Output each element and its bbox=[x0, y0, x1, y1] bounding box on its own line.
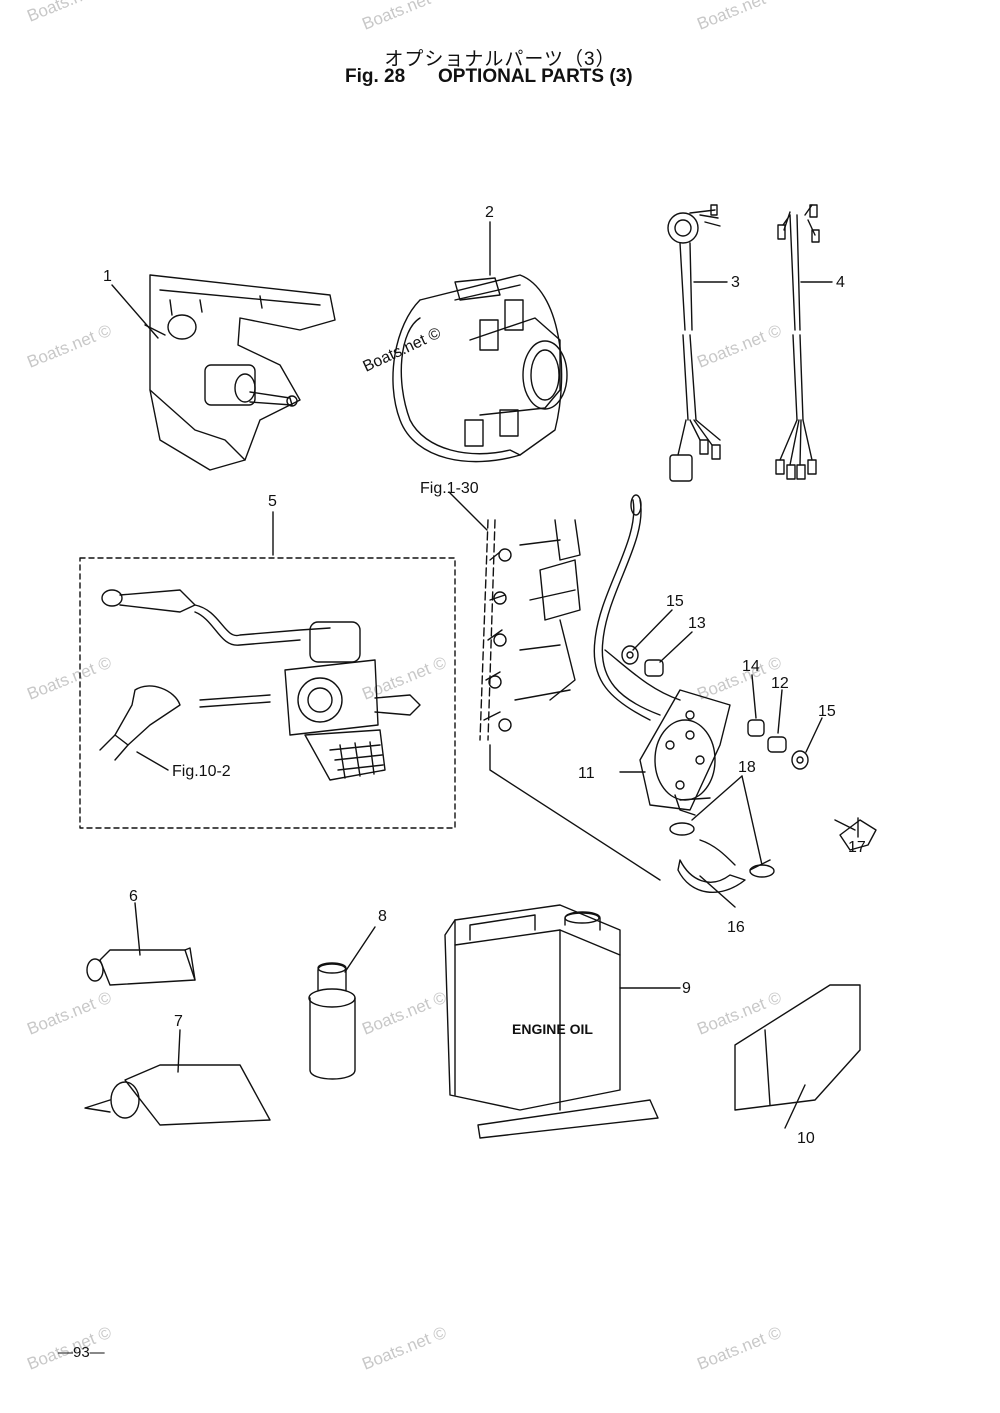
part-5-remote-control bbox=[99, 589, 421, 781]
ref-fig-1-30: Fig.1-30 bbox=[420, 480, 479, 497]
watermarks: Boats.net © Boats.net © Boats.net © Boat… bbox=[24, 0, 784, 1374]
watermark: Boats.net © bbox=[359, 1323, 449, 1374]
watermark: Boats.net © bbox=[359, 0, 449, 34]
callout-14: 14 bbox=[742, 658, 760, 675]
callout-7: 7 bbox=[174, 1013, 183, 1030]
part-9-oil-container bbox=[444, 904, 659, 1139]
callout-15a: 15 bbox=[666, 593, 684, 610]
part-2-flywheel-cover bbox=[392, 274, 568, 463]
center-watermark-stamp: Boats.net © bbox=[361, 325, 444, 376]
part-6-sealant-tube bbox=[86, 947, 196, 986]
watermark: Boats.net © bbox=[694, 1323, 784, 1374]
callout-5: 5 bbox=[268, 493, 277, 510]
part-11-fuel-pump bbox=[593, 494, 771, 894]
part-8-spray-can bbox=[308, 962, 356, 1080]
watermark: Boats.net © bbox=[359, 988, 449, 1039]
part-1-lower-unit-fitting bbox=[144, 274, 336, 471]
callout-1: 1 bbox=[103, 268, 112, 285]
leader-lines bbox=[111, 221, 859, 1129]
page-number: —93— bbox=[58, 1344, 105, 1361]
bracket-fig-1-30 bbox=[479, 519, 661, 881]
oil-can-label: ENGINE OIL bbox=[512, 1021, 593, 1037]
figure-number: Fig. 28 bbox=[345, 66, 406, 87]
callout-13: 13 bbox=[688, 615, 706, 632]
title-japanese: オプショナルパーツ（3） bbox=[384, 49, 616, 70]
callout-18: 18 bbox=[738, 759, 756, 776]
callout-12: 12 bbox=[771, 675, 789, 692]
callout-17: 17 bbox=[848, 839, 866, 856]
part-4-wiring-harness bbox=[775, 204, 820, 480]
callout-11: 11 bbox=[578, 765, 595, 782]
ref-fig-10-2: Fig.10-2 bbox=[172, 763, 231, 780]
part-10-bag bbox=[734, 984, 861, 1111]
watermark: Boats.net © bbox=[24, 988, 114, 1039]
callout-10: 10 bbox=[797, 1130, 815, 1147]
part-5-group-frame bbox=[79, 557, 456, 829]
watermark: Boats.net © bbox=[24, 653, 114, 704]
figure-title: OPTIONAL PARTS (3) bbox=[438, 66, 633, 87]
watermark: Boats.net © bbox=[694, 321, 784, 372]
callout-9: 9 bbox=[682, 980, 691, 997]
watermark: Boats.net © bbox=[24, 0, 114, 26]
callout-16: 16 bbox=[727, 919, 745, 936]
callout-2: 2 bbox=[485, 204, 494, 221]
watermark: Boats.net © bbox=[694, 0, 784, 34]
callout-6: 6 bbox=[129, 888, 138, 905]
callout-8: 8 bbox=[378, 908, 387, 925]
callout-15b: 15 bbox=[818, 703, 836, 720]
callout-3: 3 bbox=[731, 274, 740, 291]
part-7-grease-tube bbox=[84, 1064, 271, 1126]
part-3-wiring-harness bbox=[667, 204, 721, 482]
callout-4: 4 bbox=[836, 274, 845, 291]
watermark: Boats.net © bbox=[694, 988, 784, 1039]
watermark: Boats.net © bbox=[24, 321, 114, 372]
